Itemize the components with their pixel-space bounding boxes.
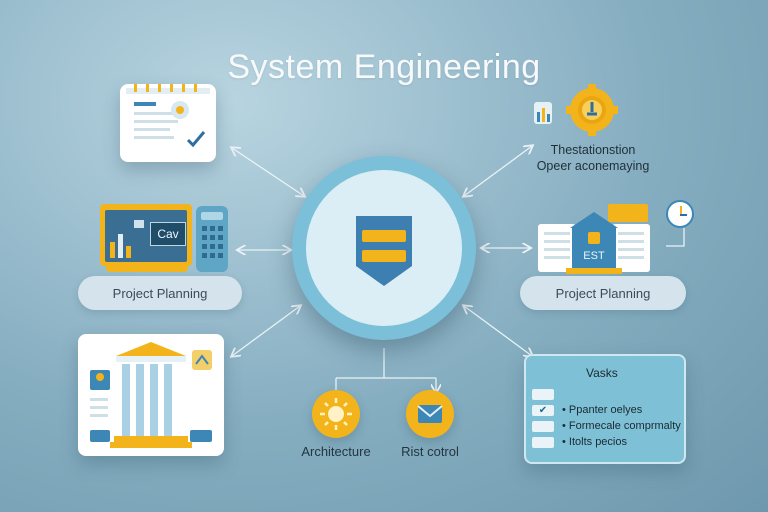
project-planning-pill-left: Project Planning (78, 276, 242, 310)
task-row-3: • Itolts pecios (532, 434, 681, 450)
top-right-caption-line-1: Thestationstion (550, 143, 636, 157)
monitor-illustration: Cav (100, 204, 194, 274)
task-row-blank (532, 386, 681, 402)
task-checkbox-1[interactable]: ✔ (532, 404, 554, 416)
task-item-1: • Ppanter oelyes (562, 404, 643, 416)
monitor-label: Cav (150, 222, 186, 246)
calendar-document-icon (126, 84, 210, 148)
tasks-title: Vasks (586, 366, 618, 380)
architecture-label: Architecture (301, 444, 371, 459)
arrow-bottom-left (232, 306, 300, 356)
project-planning-label-left: Project Planning (112, 285, 208, 301)
arrow-bottom-right (464, 306, 532, 356)
task-checkbox-3[interactable] (532, 436, 554, 448)
phone-calculator-icon (196, 206, 228, 272)
bank-sign: EST (583, 250, 605, 262)
sun-architecture-icon (312, 390, 360, 438)
task-checkbox-2[interactable] (532, 420, 554, 432)
bank-illustration: EST (536, 204, 666, 276)
institution-card (78, 334, 224, 456)
risk-control-label: Rist cotrol (401, 444, 459, 459)
hub-shield-icon (356, 216, 412, 286)
project-planning-label-right: Project Planning (555, 285, 651, 301)
arrow-top-right (464, 146, 532, 196)
arrow-top-left (232, 148, 304, 196)
mail-risk-icon (406, 390, 454, 438)
top-right-caption-line-2: Opeer aconemaying (536, 159, 650, 173)
top-right-caption: Thestationstion Opeer aconemaying (516, 142, 670, 174)
task-row-1: ✔ • Ppanter oelyes (532, 402, 681, 418)
project-planning-pill-right: Project Planning (520, 276, 686, 310)
gear-cluster (530, 82, 626, 138)
task-item-2: • Formecale comprmalty (562, 420, 681, 432)
task-row-2: • Formecale comprmalty (532, 418, 681, 434)
task-item-3: • Itolts pecios (562, 436, 627, 448)
page-title: System Engineering (227, 48, 541, 86)
building-icon (90, 342, 212, 448)
tasks-panel: Vasks ✔ • Ppanter oelyes • Formecale com… (524, 354, 686, 464)
clock-icon (666, 200, 694, 228)
task-checkbox-0[interactable] (532, 388, 554, 400)
document-card (120, 84, 216, 162)
arrow-bottom-branch (335, 348, 436, 392)
central-hub (292, 156, 476, 340)
